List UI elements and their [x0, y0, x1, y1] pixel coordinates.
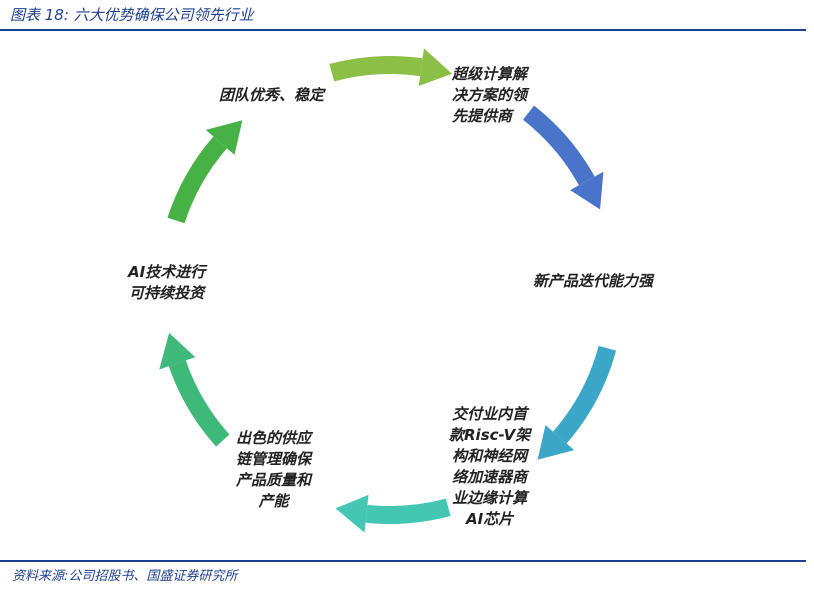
- node-line: 链管理确保: [236, 450, 312, 468]
- node-line: 业边缘计算: [452, 489, 528, 507]
- arrow-lower-left: [168, 360, 230, 447]
- arrow-bottom-head: [335, 494, 369, 533]
- arrow-lower-right: [552, 345, 617, 444]
- node-line: 交付业内首: [452, 405, 528, 423]
- source-note: 资料来源:公司招股书、国盛证券研究所: [12, 569, 238, 584]
- arrow-top: [329, 56, 423, 82]
- node-supply-chain: 出色的供应 链管理确保 产品质量和 产能: [236, 428, 311, 512]
- node-team: 团队优秀、稳定: [219, 85, 324, 106]
- figure-title: 图表 18: 六大优势确保公司领先行业: [10, 6, 254, 24]
- node-line: 款Risc-V架: [449, 426, 531, 444]
- title-divider: [0, 29, 806, 31]
- node-line: AI技术进行: [128, 263, 206, 281]
- arrow-upper-left: [167, 136, 228, 224]
- arrow-lower-left-head: [159, 332, 196, 370]
- node-line: 团队优秀、稳定: [219, 86, 325, 104]
- node-riscv-chip: 交付业内首 款Risc-V架 构和神经网 络加速器商 业边缘计算 AI芯片: [449, 404, 530, 530]
- node-line: 产能: [258, 492, 289, 510]
- node-ai-investment: AI技术进行 可持续投资: [128, 262, 205, 304]
- node-line: 可持续投资: [129, 284, 205, 302]
- footer-divider: [0, 560, 806, 562]
- node-supercomputing: 超级计算解 决方案的领 先提供商: [452, 64, 527, 127]
- node-product-iteration: 新产品迭代能力强: [533, 271, 653, 292]
- node-line: 先提供商: [452, 107, 513, 125]
- node-line: 出色的供应: [236, 429, 312, 447]
- node-line: 决方案的领: [452, 86, 528, 104]
- node-line: 新产品迭代能力强: [533, 272, 654, 290]
- arrow-upper-left-head: [205, 120, 243, 155]
- arrow-upper-right: [522, 105, 595, 186]
- arrow-top-head: [418, 48, 453, 87]
- arrow-bottom: [365, 498, 451, 524]
- node-line: 构和神经网: [452, 447, 528, 465]
- node-line: AI芯片: [466, 510, 514, 528]
- node-line: 产品质量和: [236, 471, 312, 489]
- arrow-lower-right-head: [537, 425, 575, 460]
- node-line: 超级计算解: [452, 65, 528, 83]
- node-line: 络加速器商: [452, 468, 528, 486]
- arrow-upper-right-head: [570, 171, 604, 210]
